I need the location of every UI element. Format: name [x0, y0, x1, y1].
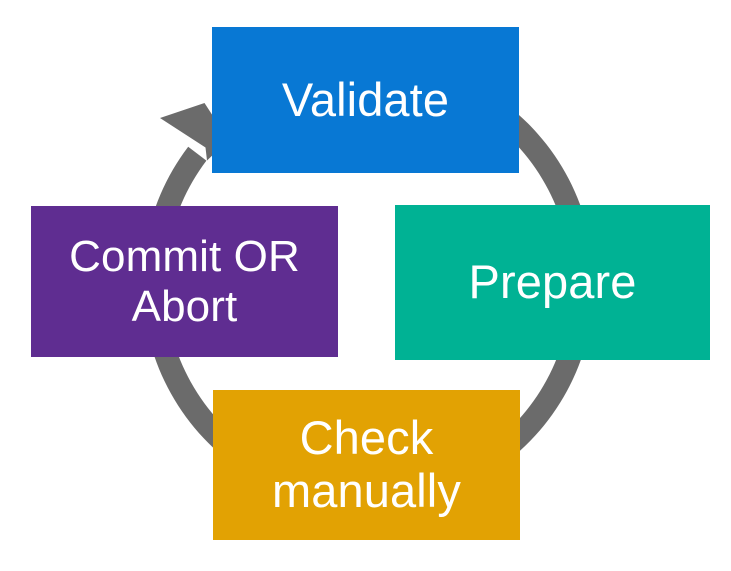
- ring-arc-group: [142, 57, 595, 510]
- node-prepare[interactable]: Prepare: [395, 205, 710, 360]
- node-check-manually[interactable]: Check manually: [213, 390, 520, 540]
- node-check-manually-label: Check manually: [272, 411, 461, 517]
- node-commit-or-abort[interactable]: Commit OR Abort: [31, 206, 338, 357]
- node-prepare-label: Prepare: [468, 255, 637, 309]
- node-commit-or-abort-label: Commit OR Abort: [69, 232, 300, 331]
- ring-arrowhead: [160, 103, 229, 161]
- node-validate[interactable]: Validate: [212, 27, 519, 173]
- node-validate-label: Validate: [281, 72, 450, 126]
